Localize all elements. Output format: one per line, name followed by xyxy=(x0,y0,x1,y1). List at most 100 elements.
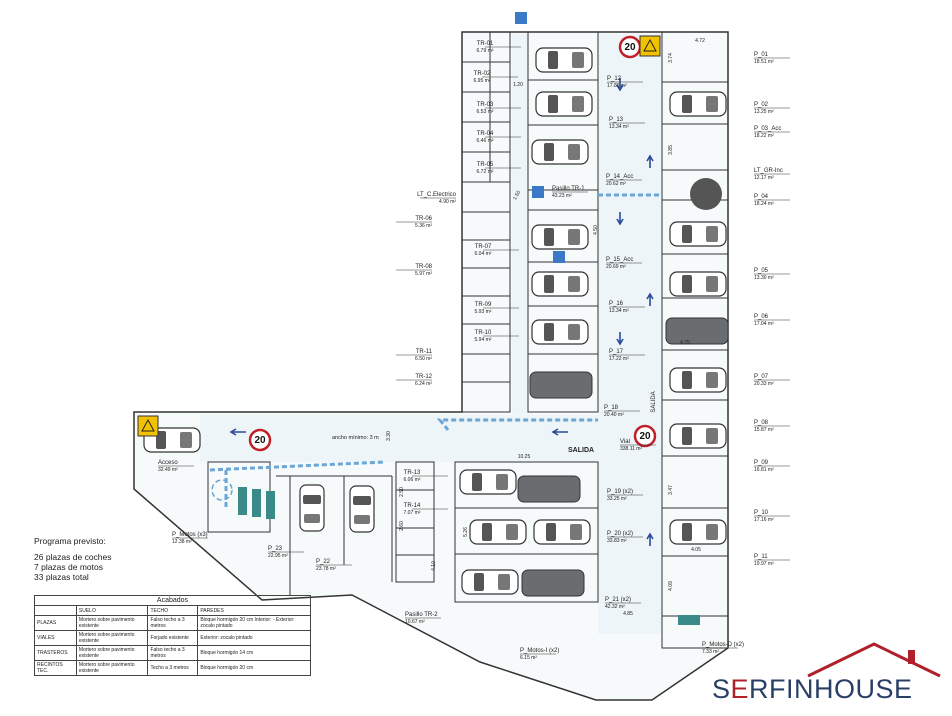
storage-label: TR-06 xyxy=(415,216,432,222)
space-label: Acceso xyxy=(158,460,178,466)
space-label-area: 12.38 m² xyxy=(172,539,192,545)
svg-text:20: 20 xyxy=(624,42,636,53)
space-label: P_22 xyxy=(316,559,331,565)
motorbike-bays xyxy=(238,487,700,625)
space-label-area: 7.33 m² xyxy=(702,649,719,655)
storage-label-area: 5.94 m² xyxy=(475,337,492,343)
dimension-label: 4.75 xyxy=(680,340,690,346)
storage-label-area: 5.93 m² xyxy=(475,309,492,315)
dimension-label: 3.85 xyxy=(668,145,674,155)
space-label: P_02 xyxy=(754,102,769,108)
storage-label-area: 4.90 m² xyxy=(439,199,456,205)
storage-label: TR-03 xyxy=(477,102,494,108)
space-label-area: 16.81 m² xyxy=(754,467,774,473)
exit-label: SALIDA xyxy=(651,391,657,412)
storage-label: TR-14 xyxy=(404,503,421,509)
space-label: P_10 xyxy=(754,510,769,516)
program-title: Programa previsto: xyxy=(34,536,106,546)
storage-label-area: 5.97 m² xyxy=(415,271,432,277)
finishes-header-row: SUELO TECHO PAREDES xyxy=(34,605,311,616)
storage-label: TR-12 xyxy=(415,374,432,380)
lower-bays xyxy=(207,461,599,603)
space-label: P_07 xyxy=(754,374,769,380)
space-label: P_16 xyxy=(609,301,624,307)
program-summary: Programa previsto: 26 plazas de coches 7… xyxy=(34,536,234,582)
dimension-label: 1.20 xyxy=(513,82,523,88)
space-label: P_11 xyxy=(754,554,768,560)
space-label-area: 33.25 m² xyxy=(607,496,627,502)
space-label: P_01 xyxy=(754,52,769,58)
dimension-label: 3.47 xyxy=(668,485,674,495)
program-line: 26 plazas de coches xyxy=(34,552,112,562)
space-label-area: 17.22 m² xyxy=(609,356,629,362)
storage-label-area: 6.46 m² xyxy=(477,138,494,144)
table-row: RECINTOS TEC.Mortero sobre pavimento exi… xyxy=(34,660,311,676)
space-label-area: 15.87 m² xyxy=(754,427,774,433)
space-label-area: 18.51 m² xyxy=(754,59,774,65)
storage-column xyxy=(461,31,511,413)
dimension-label: 4.85 xyxy=(623,611,633,617)
space-label-area: 6.15 m² xyxy=(520,655,537,661)
space-label-area: 13.25 m² xyxy=(754,109,774,115)
storage-label: TR-11 xyxy=(416,349,433,355)
dimension-label: 5.26 xyxy=(463,527,469,537)
space-label: Pasillo TR-2 xyxy=(405,612,438,618)
storage-label-area: 6.95 m² xyxy=(474,78,491,84)
space-label: P_09 xyxy=(754,460,769,466)
brand-logo: SERFINHOUSE xyxy=(712,640,942,710)
dimension-label: 3.74 xyxy=(668,53,674,63)
house-roof-icon xyxy=(807,642,941,678)
storage-label: TR-13 xyxy=(404,470,421,476)
storage-label: TR-10 xyxy=(475,330,492,336)
storage-label-area: 6.04 m² xyxy=(475,251,492,257)
space-label-area: 43.23 m² xyxy=(552,193,572,199)
svg-text:20: 20 xyxy=(254,435,266,446)
dimension-label: 2.50 xyxy=(399,487,405,497)
space-label: P_12 xyxy=(607,76,622,82)
space-label-area: 10.67 m² xyxy=(405,619,425,625)
space-label: P_14_Acc xyxy=(606,174,633,180)
space-label-area: 42.32 m² xyxy=(605,604,625,610)
space-label: P_Motos-D (x2) xyxy=(702,642,744,648)
space-label: P_13 xyxy=(609,117,624,123)
storage-label: TR-04 xyxy=(477,131,494,137)
car-icons xyxy=(143,47,729,597)
dimension-label: 4.10 xyxy=(431,561,437,571)
space-label-area: 32.49 m² xyxy=(158,467,178,473)
space-label: P_18 xyxy=(604,405,619,411)
space-label-area: 22.95 m² xyxy=(268,553,288,559)
svg-text:20: 20 xyxy=(639,431,651,442)
space-label-area: 20.62 m² xyxy=(606,181,626,187)
space-label: LT_GR-Inc xyxy=(754,168,783,174)
program-line: 7 plazas de motos xyxy=(34,562,103,572)
dimension-label: 4.05 xyxy=(691,547,701,553)
space-label: P_Motos-I (x2) xyxy=(520,648,559,654)
space-label-area: 33.83 m² xyxy=(607,538,627,544)
space-label-area: 20.33 m² xyxy=(754,381,774,387)
space-label-area: 17.86 m² xyxy=(607,83,627,89)
storage-label: TR-05 xyxy=(477,162,494,168)
exit-label: SALIDA xyxy=(568,447,594,454)
space-label-area: 13.34 m² xyxy=(609,308,629,314)
space-label: P_06 xyxy=(754,314,769,320)
space-label-area: 20.69 m² xyxy=(606,264,626,270)
dimension-label: 2.60 xyxy=(399,521,405,531)
space-label: Pasillo TR-1 xyxy=(552,186,585,192)
center-bays xyxy=(527,31,599,413)
space-label: P_20 (x2) xyxy=(607,531,633,537)
storage-label-area: 7.07 m² xyxy=(404,510,421,516)
dimension-label: 3.30 xyxy=(386,431,392,441)
storage-label: TR-09 xyxy=(475,302,492,308)
space-label-area: 12.17 m² xyxy=(754,175,774,181)
storage-label-area: 6.24 m² xyxy=(415,381,432,387)
space-label: P_17 xyxy=(609,349,624,355)
storage-label-area: 6.50 m² xyxy=(415,356,432,362)
dimension-label: 4.72 xyxy=(695,38,705,44)
storage-label: TR-02 xyxy=(474,71,491,77)
space-label: P_04 xyxy=(754,194,769,200)
space-label: P_21 (x2) xyxy=(605,597,631,603)
storage-label-area: 5.36 m² xyxy=(415,223,432,229)
